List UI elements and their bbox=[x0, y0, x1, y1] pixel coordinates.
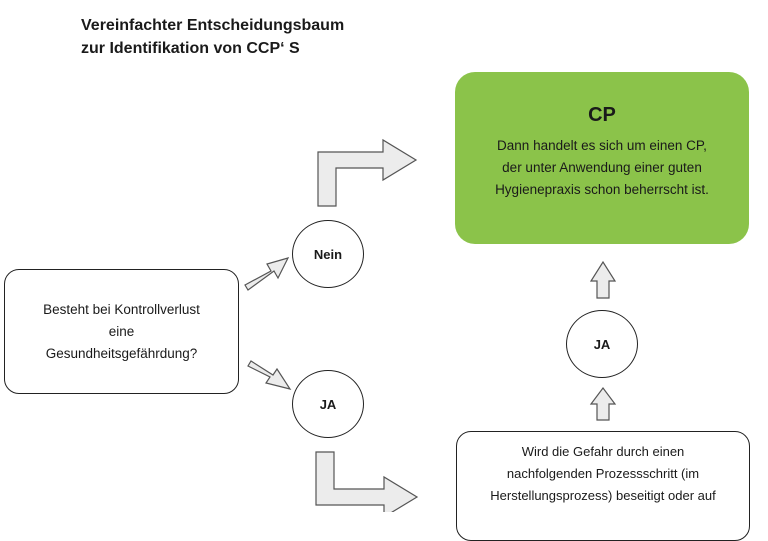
question-line-3: Gesundheitsgefährdung? bbox=[45, 345, 198, 361]
cp-line-1: Dann handelt es sich um einen CP, bbox=[497, 138, 707, 153]
cp-heading: CP bbox=[588, 104, 616, 126]
decision-circle-ja-right: JA bbox=[566, 310, 638, 378]
ja-lower-label: JA bbox=[319, 396, 337, 412]
step-line-3: Herstellungsprozess) beseitigt oder auf bbox=[490, 488, 716, 503]
process-step-question-box: Wird die Gefahr durch einen nachfolgende… bbox=[456, 431, 750, 541]
question-line-1: Besteht bei Kontrollverlust bbox=[43, 301, 200, 317]
diagram-title: Vereinfachter Entscheidungsbaum zur Iden… bbox=[81, 14, 344, 60]
cp-description: Dann handelt es sich um einen CP, der un… bbox=[455, 135, 749, 201]
arrow-elbow-to-cp bbox=[317, 138, 418, 207]
decision-circle-nein: Nein bbox=[292, 220, 364, 288]
arrow-to-nein bbox=[244, 257, 290, 291]
nein-label: Nein bbox=[313, 246, 343, 262]
arrow-to-ja bbox=[247, 360, 292, 390]
arrow-up-to-cp bbox=[589, 260, 617, 299]
cp-result-box: CP Dann handelt es sich um einen CP, der… bbox=[455, 72, 749, 244]
title-line-1: Vereinfachter Entscheidungsbaum bbox=[81, 17, 345, 34]
step-line-2: nachfolgenden Prozessschritt (im bbox=[506, 466, 700, 481]
cp-line-3: Hygienepraxis schon beherrscht ist. bbox=[495, 182, 709, 197]
question-line-2: eine bbox=[108, 323, 135, 339]
title-line-2: zur Identifikation von CCP‘ S bbox=[81, 40, 300, 57]
question-box: Besteht bei Kontrollverlust eine Gesundh… bbox=[4, 269, 239, 394]
ja-right-label: JA bbox=[593, 336, 611, 352]
arrow-elbow-to-step bbox=[315, 451, 419, 512]
step-line-1: Wird die Gefahr durch einen bbox=[521, 444, 685, 459]
connector-arrows bbox=[244, 138, 617, 512]
arrow-up-to-ja bbox=[589, 387, 617, 421]
decision-circle-ja-lower: JA bbox=[292, 370, 364, 438]
cp-line-2: der unter Anwendung einer guten bbox=[502, 160, 702, 175]
